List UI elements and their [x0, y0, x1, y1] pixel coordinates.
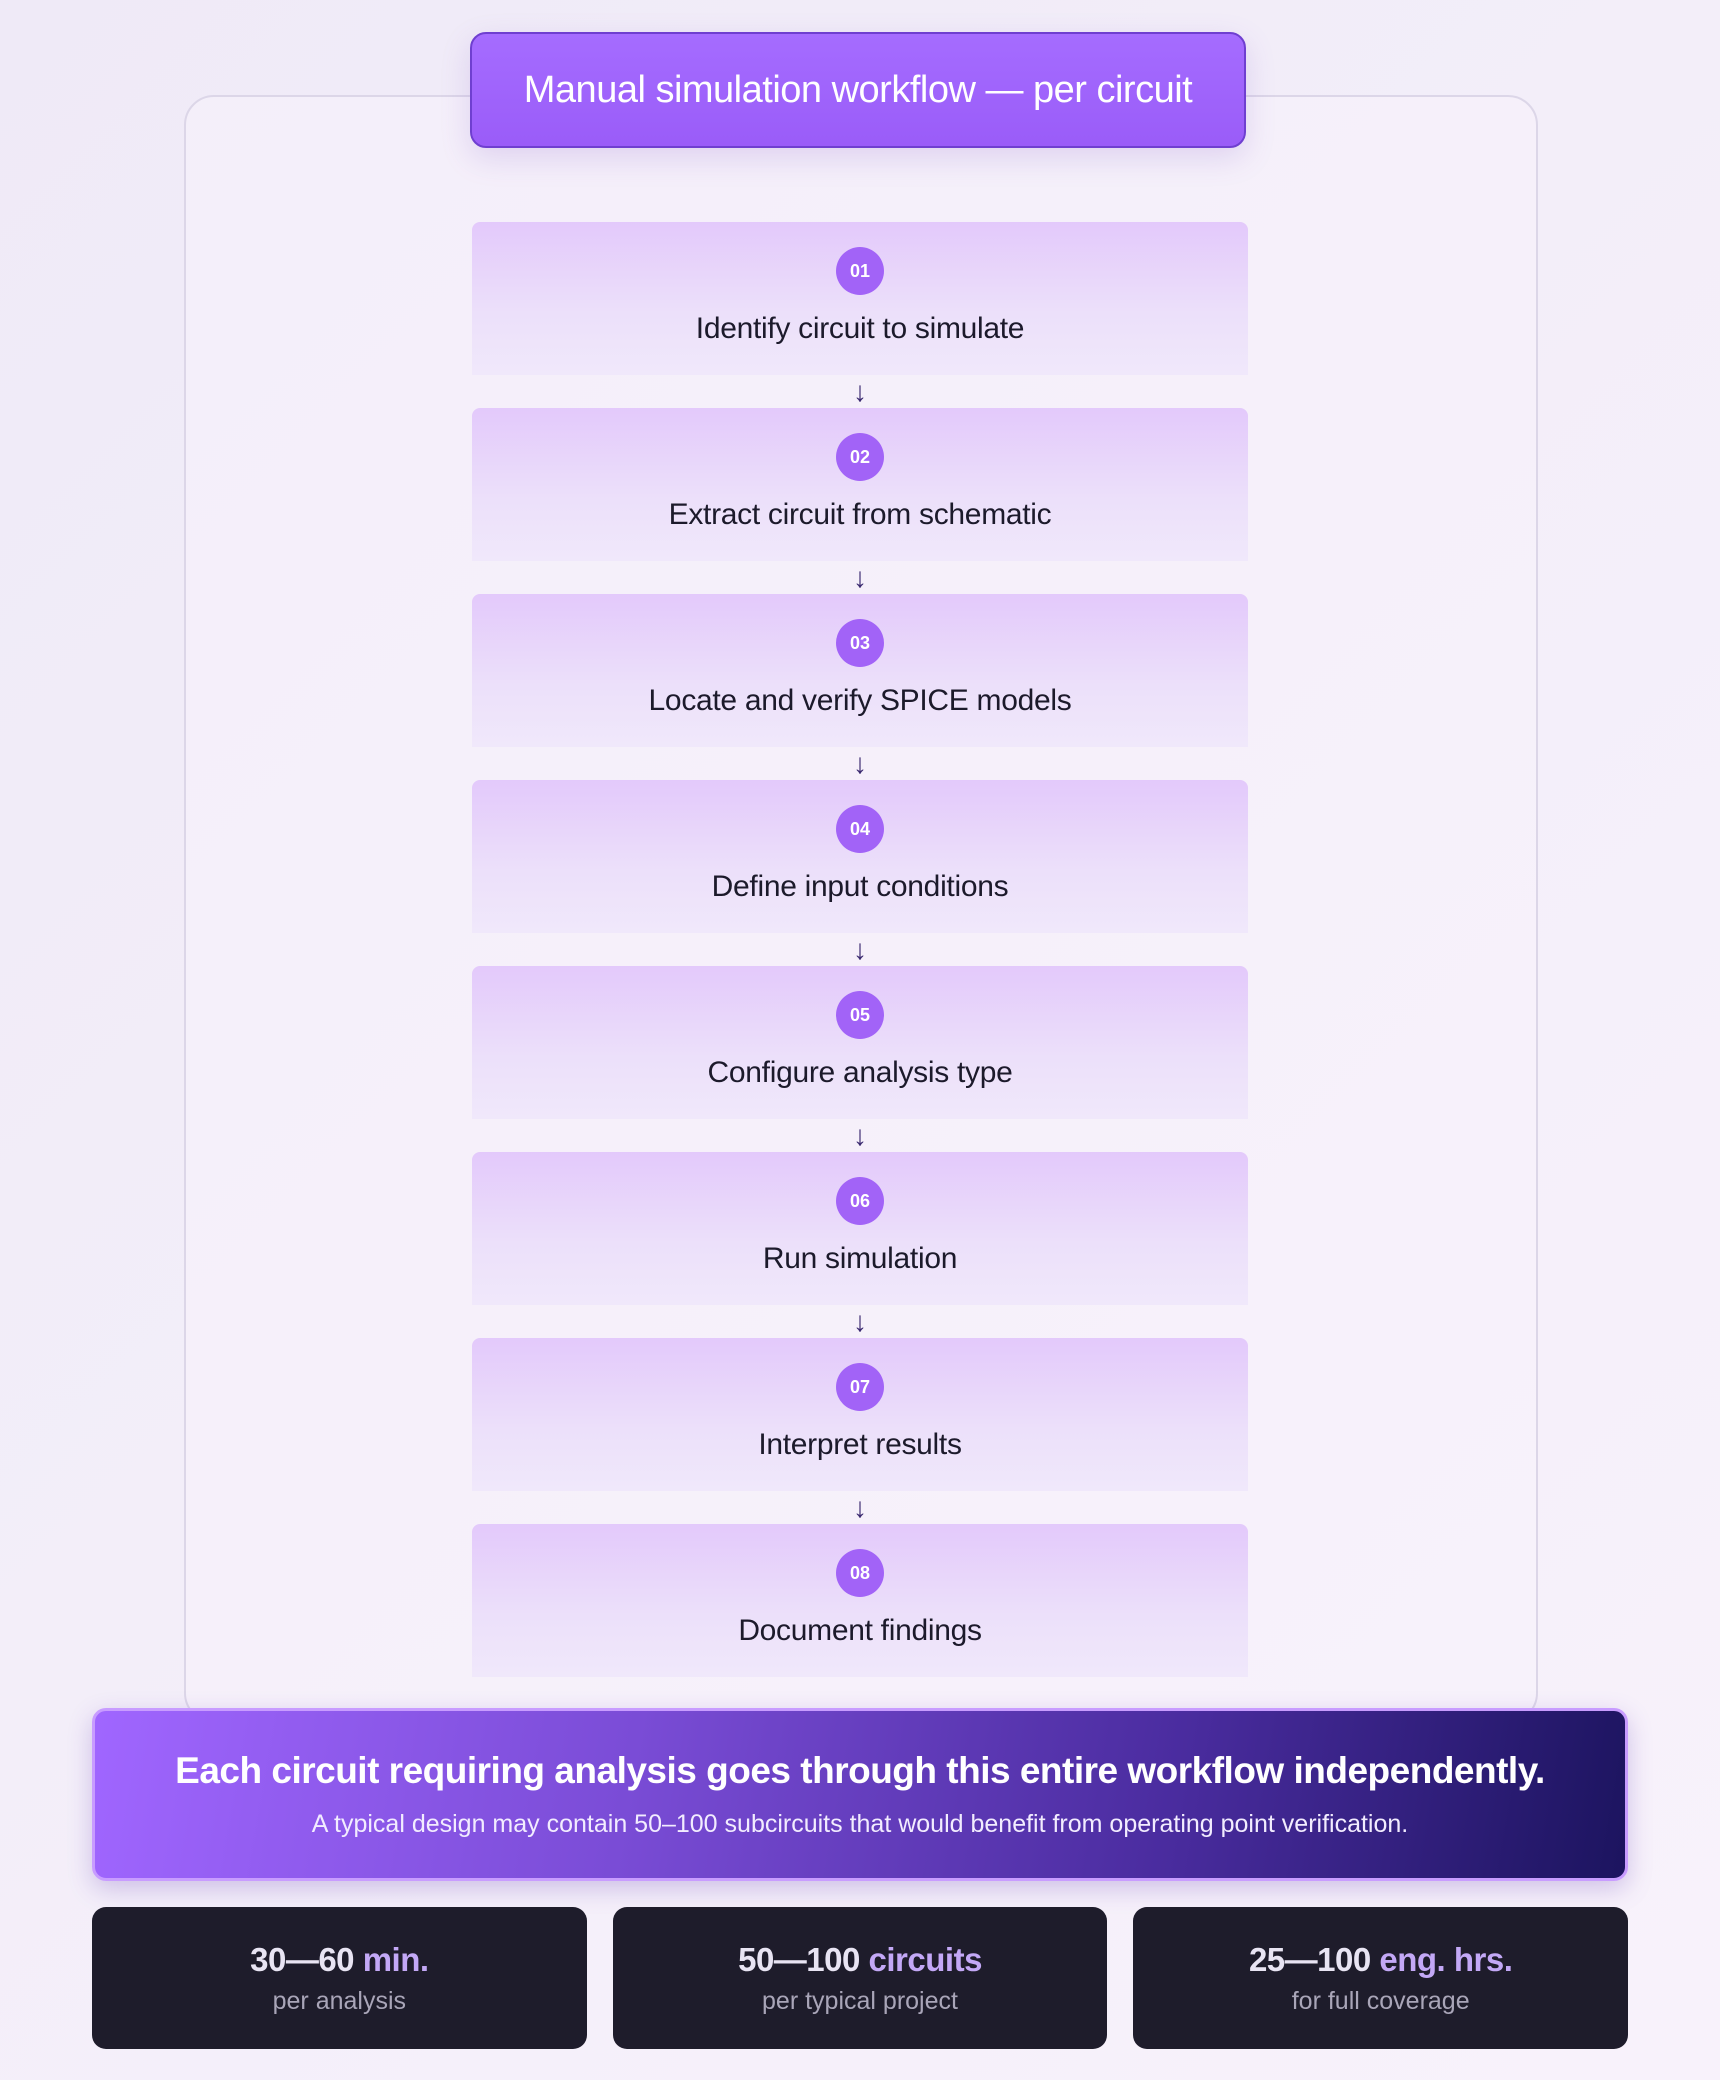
step-04: 04 Define input conditions	[472, 780, 1248, 933]
down-arrow-icon: ↓	[853, 375, 867, 407]
step-05: 05 Configure analysis type	[472, 966, 1248, 1119]
stat-caption: per analysis	[272, 1986, 407, 2015]
step-07: 07 Interpret results	[472, 1338, 1248, 1491]
step-label: Define input conditions	[711, 870, 1009, 903]
stat-caption: for full coverage	[1291, 1986, 1470, 2015]
stat-value: 30—60 min.	[250, 1940, 429, 1979]
stat-card-time-per-analysis: 30—60 min. per analysis	[92, 1907, 587, 2049]
step-08: 08 Document findings	[472, 1524, 1248, 1677]
diagram-title-text: Manual simulation workflow — per circuit	[523, 68, 1193, 111]
step-06: 06 Run simulation	[472, 1152, 1248, 1305]
stat-value: 25—100 eng. hrs.	[1248, 1940, 1513, 1979]
step-number-badge: 03	[836, 619, 884, 667]
banner-subtitle: A typical design may contain 50–100 subc…	[311, 1810, 1409, 1838]
step-number-badge: 08	[836, 1549, 884, 1597]
step-number-badge: 01	[836, 247, 884, 295]
step-number-badge: 04	[836, 805, 884, 853]
banner-title: Each circuit requiring analysis goes thr…	[175, 1750, 1545, 1791]
stat-card-engineering-hours: 25—100 eng. hrs. for full coverage	[1133, 1907, 1629, 2049]
down-arrow-icon: ↓	[853, 1305, 867, 1337]
step-01: 01 Identify circuit to simulate	[472, 222, 1248, 375]
down-arrow-icon: ↓	[853, 933, 867, 965]
step-label: Run simulation	[762, 1242, 958, 1275]
stat-unit: min.	[362, 1940, 429, 1978]
step-label: Configure analysis type	[707, 1056, 1013, 1089]
step-number-badge: 07	[836, 1363, 884, 1411]
down-arrow-icon: ↓	[853, 561, 867, 593]
step-label: Document findings	[738, 1614, 982, 1647]
stat-caption: per typical project	[762, 1986, 958, 2015]
stat-number: 25—100	[1248, 1940, 1371, 1978]
diagram-title: Manual simulation workflow — per circuit	[470, 32, 1246, 148]
step-label: Locate and verify SPICE models	[648, 684, 1072, 717]
step-03: 03 Locate and verify SPICE models	[472, 594, 1248, 747]
stat-value: 50—100 circuits	[738, 1941, 982, 1979]
step-number-badge: 02	[836, 433, 884, 481]
stats-row: 30—60 min. per analysis 50—100 circuits …	[92, 1907, 1629, 2049]
step-number-badge: 05	[836, 991, 884, 1039]
down-arrow-icon: ↓	[853, 1119, 867, 1151]
down-arrow-icon: ↓	[853, 1491, 867, 1523]
summary-banner: Each circuit requiring analysis goes thr…	[92, 1708, 1628, 1881]
stat-number: 30—60	[250, 1940, 355, 1978]
step-list: 01 Identify circuit to simulate ↓ 02 Ext…	[472, 222, 1248, 1677]
step-label: Interpret results	[758, 1428, 962, 1461]
step-label: Extract circuit from schematic	[668, 498, 1052, 531]
step-number-badge: 06	[836, 1177, 884, 1225]
down-arrow-icon: ↓	[853, 747, 867, 779]
stat-unit: circuits	[868, 1940, 983, 1978]
stat-number: 50—100	[738, 1940, 860, 1978]
step-02: 02 Extract circuit from schematic	[472, 408, 1248, 561]
stat-unit: eng. hrs.	[1379, 1940, 1513, 1978]
step-label: Identify circuit to simulate	[695, 312, 1025, 345]
stat-card-circuits-per-project: 50—100 circuits per typical project	[612, 1907, 1108, 2049]
